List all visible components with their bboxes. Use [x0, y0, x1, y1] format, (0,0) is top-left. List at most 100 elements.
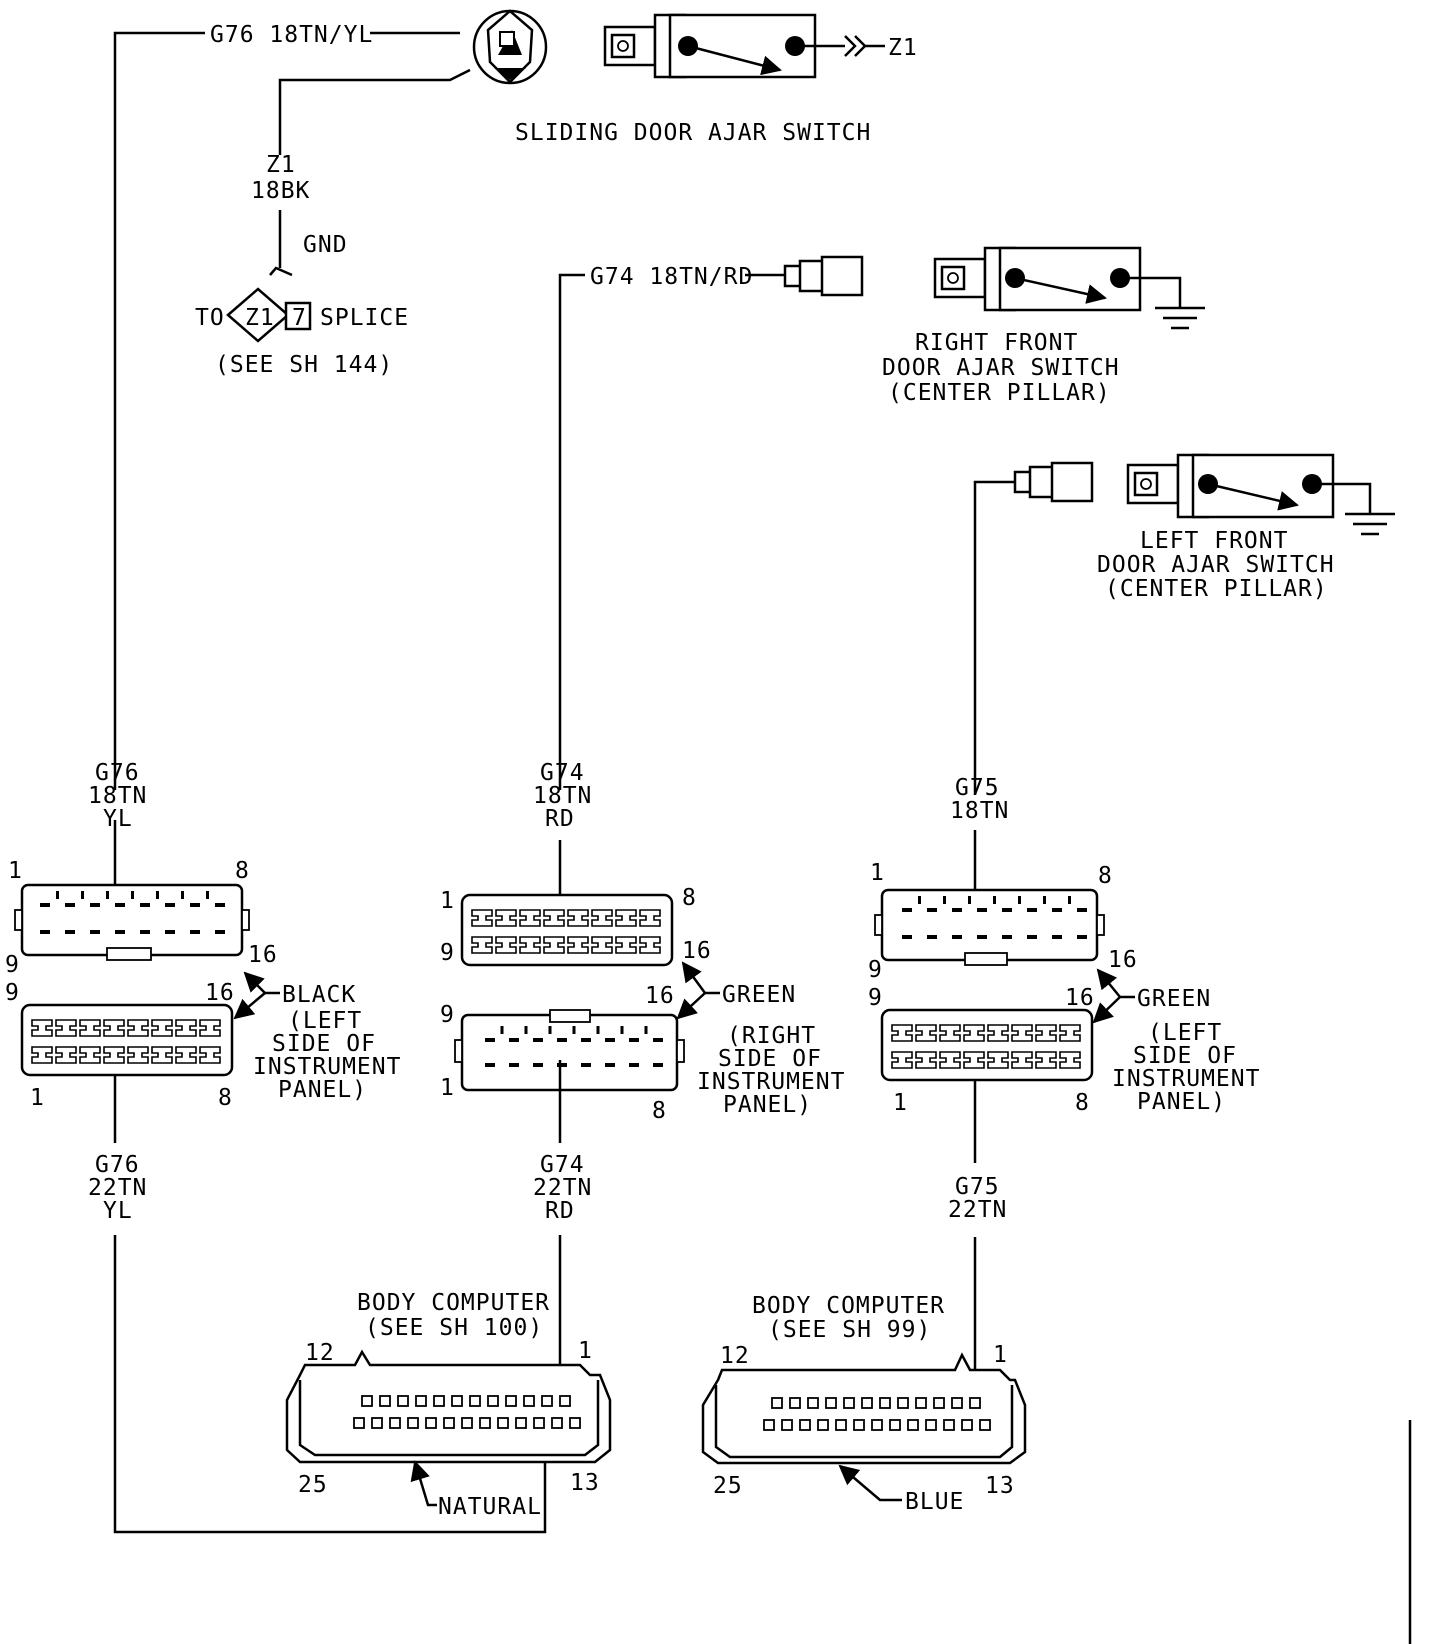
connector-cavity — [31, 1046, 53, 1064]
middle-conn-lower-wire-2: 22TN — [533, 1175, 592, 1201]
connector-cavity — [495, 936, 517, 954]
connector-key — [644, 1026, 648, 1034]
left-conn-upper-wire-1: G76 — [95, 760, 140, 786]
body-computer-pin — [907, 1419, 919, 1431]
connector-pin — [605, 1063, 615, 1067]
connector-cavity — [199, 1019, 221, 1037]
body-computer-pin — [933, 1397, 945, 1409]
connector-cavity — [199, 1046, 221, 1064]
connector-cavity — [103, 1046, 125, 1064]
middle-conn-upper-wire-1: G74 — [540, 760, 585, 786]
left-conn-loc-2: SIDE OF — [272, 1031, 376, 1057]
body-computer-1-pin-12: 12 — [305, 1340, 335, 1366]
connector-key — [620, 1026, 624, 1034]
right-conn-lower-pin-8: 8 — [1075, 1090, 1090, 1116]
body-computer-1-color: NATURAL — [438, 1494, 542, 1520]
right-conn-upper-wire-1: G75 — [955, 775, 1000, 801]
body-computer-1-pin-1: 1 — [578, 1338, 593, 1364]
connector-pin — [581, 1038, 591, 1042]
sliding-switch-title: SLIDING DOOR AJAR SWITCH — [515, 120, 871, 146]
right-front-plug — [783, 255, 864, 297]
connector-cavity — [543, 909, 565, 927]
body-computer-pin — [479, 1417, 491, 1429]
right-conn-upper-wire-2: 18TN — [950, 798, 1009, 824]
right-conn-pin-1: 1 — [870, 860, 885, 886]
middle-conn-pin-16: 16 — [682, 938, 712, 964]
body-computer-pin — [569, 1417, 581, 1429]
connector-pin — [653, 1063, 663, 1067]
to-label: TO — [195, 305, 225, 331]
body-computer-pin — [943, 1419, 955, 1431]
middle-conn-lower-pin-8: 8 — [652, 1098, 667, 1124]
connector-cavity — [79, 1019, 101, 1037]
splice-see-sheet: (SEE SH 144) — [215, 352, 393, 378]
body-computer-2-pin-13: 13 — [985, 1473, 1015, 1499]
body-computer-pin — [897, 1397, 909, 1409]
body-computer-pin — [505, 1395, 517, 1407]
body-computer-pin — [389, 1417, 401, 1429]
connector-pin — [927, 935, 937, 939]
connector-pin — [1077, 908, 1087, 912]
right-conn-lower-pin-9: 9 — [868, 985, 883, 1011]
connector-pin — [952, 935, 962, 939]
body-computer-pin — [361, 1395, 373, 1407]
right-conn-lower-pin-16: 16 — [1065, 985, 1095, 1011]
body-computer-2-color: BLUE — [905, 1489, 964, 1515]
body-computer-1-callout — [410, 1460, 437, 1507]
left-connector-male-pins — [40, 891, 225, 934]
right-connector-female — [880, 1008, 1094, 1082]
body-computer-pin — [541, 1395, 553, 1407]
g74-wire-run — [558, 273, 785, 905]
connector-cavity — [987, 1024, 1009, 1042]
connector-key — [56, 891, 59, 899]
left-conn-lower-pin-16: 16 — [205, 980, 235, 1006]
right-front-title-2: DOOR AJAR SWITCH — [882, 355, 1120, 381]
right-connector-callout — [1092, 968, 1135, 1024]
connector-cavity — [1035, 1051, 1057, 1069]
middle-conn-pin-9: 9 — [440, 940, 455, 966]
connector-cavity — [127, 1019, 149, 1037]
connector-pin — [977, 908, 987, 912]
body-computer-pin — [979, 1419, 991, 1431]
connector-pin — [165, 903, 175, 907]
connector-pin — [215, 930, 225, 934]
connector-key — [943, 896, 946, 904]
connector-pin — [927, 908, 937, 912]
connector-pin — [40, 930, 50, 934]
connector-key — [524, 1026, 528, 1034]
connector-cavity — [175, 1019, 197, 1037]
left-conn-lower-pin-1: 1 — [30, 1085, 45, 1111]
left-connector-female-pins — [31, 1019, 221, 1064]
connector-key — [156, 891, 159, 899]
connector-cavity — [471, 909, 493, 927]
connector-cavity — [55, 1019, 77, 1037]
connector-key — [106, 891, 109, 899]
connector-key — [131, 891, 134, 899]
body-computer-2-connector — [701, 1352, 1027, 1465]
right-conn-loc-3: INSTRUMENT — [1112, 1066, 1260, 1092]
right-front-switch-body — [933, 246, 1205, 330]
middle-conn-loc-3: INSTRUMENT — [697, 1069, 845, 1095]
connector-cavity — [891, 1024, 913, 1042]
body-computer-2-callout — [838, 1464, 902, 1502]
connector-cavity — [55, 1046, 77, 1064]
body-computer-pin — [799, 1419, 811, 1431]
connector-cavity — [1011, 1051, 1033, 1069]
connector-pin — [977, 935, 987, 939]
body-computer-pin — [835, 1419, 847, 1431]
connector-key — [1043, 896, 1046, 904]
left-conn-loc-1: (LEFT — [288, 1008, 362, 1034]
body-computer-pin — [843, 1397, 855, 1409]
body-computer-1-see: (SEE SH 100) — [365, 1315, 543, 1341]
connector-cavity — [1059, 1024, 1081, 1042]
body-computer-pin — [825, 1397, 837, 1409]
right-connector-male-pins — [902, 896, 1087, 939]
left-conn-color: BLACK — [282, 982, 356, 1008]
body-computer-pin — [397, 1395, 409, 1407]
middle-conn-pin-8: 8 — [682, 885, 697, 911]
right-conn-pin-9: 9 — [868, 957, 883, 983]
connector-cavity — [175, 1046, 197, 1064]
connector-cavity — [103, 1019, 125, 1037]
splice-num-label: 7 — [292, 305, 307, 331]
middle-connector-female — [460, 893, 674, 967]
